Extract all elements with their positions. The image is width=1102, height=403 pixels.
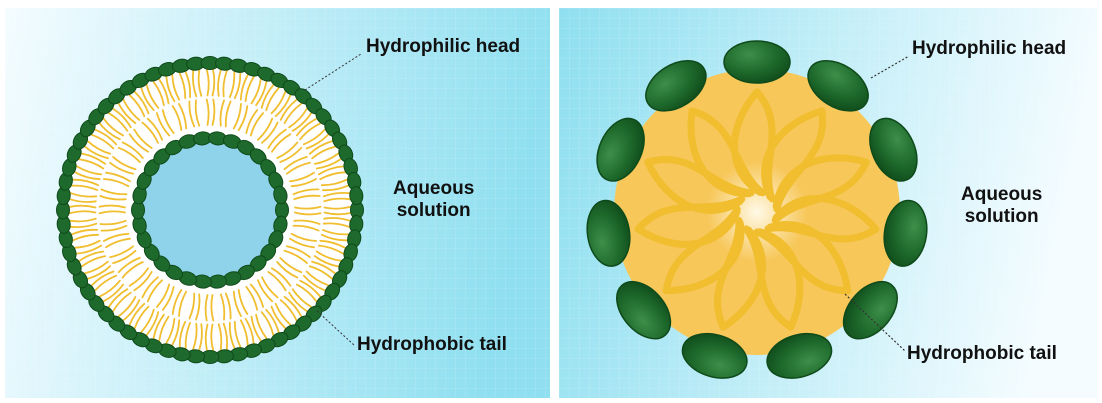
- liposome-hydrophilic-head-label: Hydrophilic head: [366, 36, 520, 58]
- micelle-aqueous-solution-label: Aqueous solution: [961, 184, 1042, 228]
- liposome-aqueous-solution-label: Aqueous solution: [393, 178, 474, 222]
- micelle-panel: Hydrophilic head Aqueous solution Hydrop…: [559, 8, 1097, 398]
- liposome-hydrophobic-tail-label: Hydrophobic tail: [357, 334, 507, 356]
- micelle-hydrophilic-head-label: Hydrophilic head: [912, 38, 1066, 60]
- head-group: [724, 41, 790, 83]
- micelle-hydrophobic-tail-label: Hydrophobic tail: [907, 343, 1057, 365]
- liposome-panel: Hydrophilic head Aqueous solution Hydrop…: [5, 8, 550, 398]
